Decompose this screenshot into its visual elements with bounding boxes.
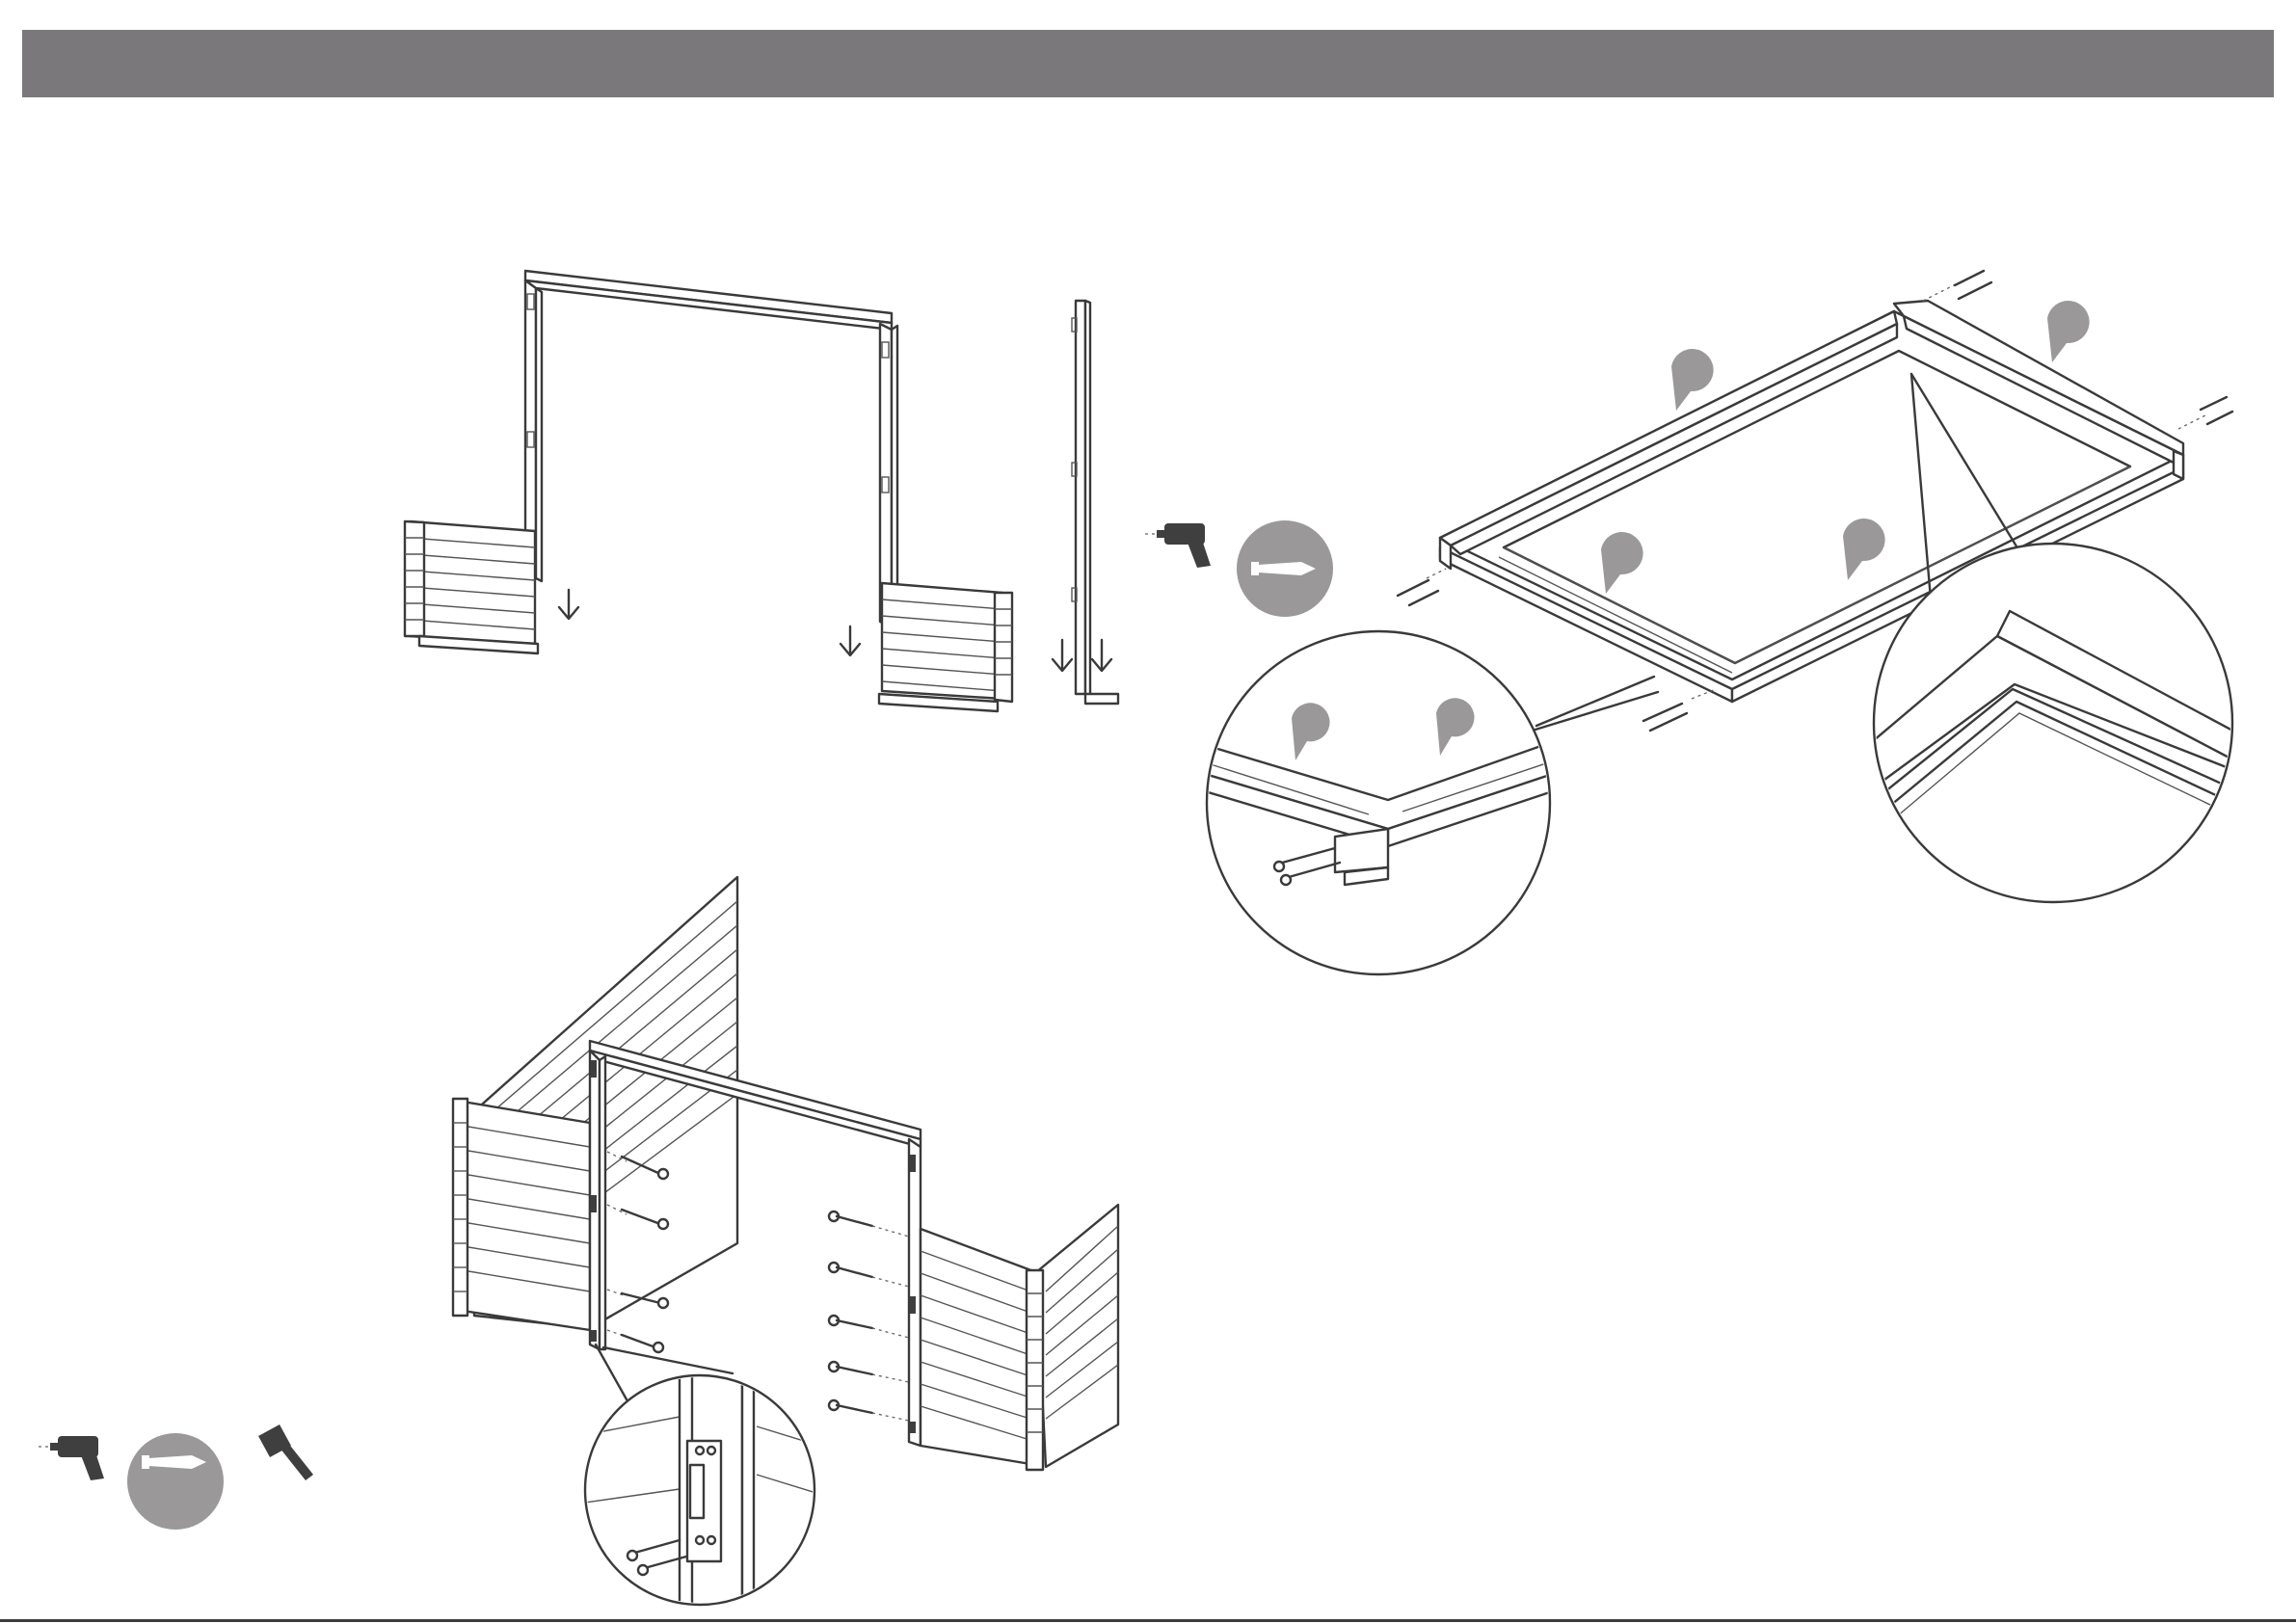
drill-icon [39, 1436, 104, 1480]
hinge-detail-zoom [578, 1344, 819, 1619]
screw-badge-icon [1237, 520, 1333, 617]
joint-detail-zoom [1195, 631, 1658, 974]
screw-group [829, 1211, 909, 1421]
drill-icon [1145, 523, 1211, 568]
door-frame-insertion [405, 271, 1012, 711]
wall-corner-assembly [453, 877, 1118, 1470]
side-profile-view [1053, 301, 1118, 704]
bottom-rule [0, 1619, 2296, 1622]
screw-badge-icon [127, 1433, 224, 1530]
hammer-icon [258, 1424, 313, 1480]
